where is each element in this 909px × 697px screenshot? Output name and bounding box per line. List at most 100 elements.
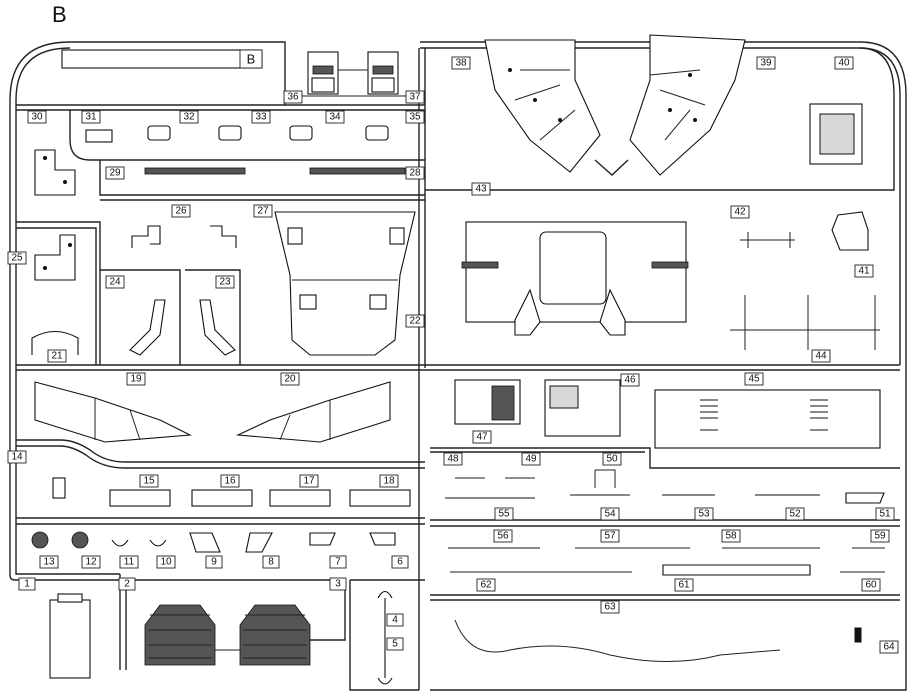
part-label-15: 15 xyxy=(139,474,159,488)
part-label-8: 8 xyxy=(262,555,280,569)
svg-text:60: 60 xyxy=(865,580,877,591)
svg-text:17: 17 xyxy=(303,476,315,487)
svg-text:31: 31 xyxy=(85,112,97,123)
part-label-9: 9 xyxy=(205,555,223,569)
svg-text:21: 21 xyxy=(51,351,63,362)
part-label-35: 35 xyxy=(405,110,425,124)
part-label-2: 2 xyxy=(118,577,136,591)
part-44-drawing xyxy=(730,295,880,350)
part-label-59: 59 xyxy=(870,529,890,543)
svg-text:29: 29 xyxy=(109,168,121,179)
svg-text:45: 45 xyxy=(748,374,760,385)
part-label-3: 3 xyxy=(329,577,347,591)
sprue-nameplate: B xyxy=(61,49,263,69)
svg-text:14: 14 xyxy=(11,452,23,463)
svg-text:40: 40 xyxy=(838,58,850,69)
part-label-42: 42 xyxy=(730,205,750,219)
part-label-32: 32 xyxy=(179,110,199,124)
svg-text:46: 46 xyxy=(624,375,636,386)
part-label-37: 37 xyxy=(405,90,425,104)
part-label-10: 10 xyxy=(156,555,176,569)
svg-text:11: 11 xyxy=(124,557,135,568)
nameplate-letter: B xyxy=(247,52,256,67)
part-label-54: 54 xyxy=(600,507,620,521)
part-label-16: 16 xyxy=(220,474,240,488)
svg-text:34: 34 xyxy=(329,112,341,123)
svg-text:25: 25 xyxy=(11,253,23,264)
svg-text:50: 50 xyxy=(606,454,618,465)
svg-text:61: 61 xyxy=(678,580,690,591)
part-label-50: 50 xyxy=(602,452,622,466)
svg-text:48: 48 xyxy=(447,454,459,465)
part-label-17: 17 xyxy=(299,474,319,488)
part-label-46: 46 xyxy=(620,373,640,387)
svg-text:1: 1 xyxy=(24,579,30,590)
part-label-39: 39 xyxy=(756,56,776,70)
part-label-20: 20 xyxy=(280,372,300,386)
part-label-36: 36 xyxy=(283,90,303,104)
part-label-28: 28 xyxy=(405,166,425,180)
part-label-53: 53 xyxy=(694,507,714,521)
svg-text:22: 22 xyxy=(409,316,421,327)
part-1-drawing xyxy=(49,593,91,679)
svg-text:26: 26 xyxy=(175,206,187,217)
part-label-13: 13 xyxy=(39,555,59,569)
svg-text:59: 59 xyxy=(874,531,886,542)
svg-text:18: 18 xyxy=(383,476,395,487)
parts-4-5-drawing xyxy=(377,590,393,685)
svg-text:53: 53 xyxy=(698,509,710,520)
svg-text:2: 2 xyxy=(124,579,130,590)
part-label-61: 61 xyxy=(674,578,694,592)
svg-text:55: 55 xyxy=(498,509,510,520)
part-label-41: 41 xyxy=(854,264,874,278)
part-label-22: 22 xyxy=(405,314,425,328)
part-label-56: 56 xyxy=(493,529,513,543)
svg-text:3: 3 xyxy=(335,579,341,590)
svg-text:62: 62 xyxy=(480,580,492,591)
part-label-5: 5 xyxy=(386,637,404,651)
svg-text:42: 42 xyxy=(734,207,746,218)
part-label-30: 30 xyxy=(27,110,47,124)
svg-text:10: 10 xyxy=(160,557,172,568)
part-label-43: 43 xyxy=(471,182,491,196)
svg-text:38: 38 xyxy=(455,58,467,69)
part-label-24: 24 xyxy=(105,275,125,289)
svg-text:52: 52 xyxy=(789,509,801,520)
part-label-58: 58 xyxy=(721,529,741,543)
part-26-drawing xyxy=(131,225,161,248)
part-label-44: 44 xyxy=(811,349,831,363)
svg-text:44: 44 xyxy=(815,351,827,362)
svg-text:24: 24 xyxy=(109,277,121,288)
parts-6-13-drawing xyxy=(31,531,396,553)
svg-text:12: 12 xyxy=(85,557,97,568)
part-label-11: 11 xyxy=(119,555,139,569)
part-30-drawing xyxy=(34,149,76,196)
svg-text:64: 64 xyxy=(883,642,895,653)
part-label-64: 64 xyxy=(879,640,899,654)
part-label-19: 19 xyxy=(126,372,146,386)
part-label-31: 31 xyxy=(81,110,101,124)
svg-text:33: 33 xyxy=(255,112,267,123)
part-number-labels: 1 2 3 4 5 6 7 8 9 10 11 12 13 14 15 16 1… xyxy=(7,56,899,654)
part-label-55: 55 xyxy=(494,507,514,521)
part-label-45: 45 xyxy=(744,372,764,386)
part-label-40: 40 xyxy=(834,56,854,70)
svg-text:43: 43 xyxy=(475,184,487,195)
svg-text:30: 30 xyxy=(31,112,43,123)
part-19-drawing xyxy=(34,381,193,443)
part-38-drawing xyxy=(484,39,601,173)
part-label-4: 4 xyxy=(386,613,404,627)
svg-text:32: 32 xyxy=(183,112,195,123)
part-label-29: 29 xyxy=(105,166,125,180)
svg-text:23: 23 xyxy=(219,277,231,288)
part-label-23: 23 xyxy=(215,275,235,289)
part-36-drawing xyxy=(307,51,339,95)
svg-text:13: 13 xyxy=(43,557,55,568)
svg-text:16: 16 xyxy=(224,476,236,487)
part-40-drawing xyxy=(809,103,863,165)
part-38-39-gate xyxy=(594,159,629,176)
part-label-34: 34 xyxy=(325,110,345,124)
svg-text:51: 51 xyxy=(879,509,891,520)
part-label-27: 27 xyxy=(253,204,273,218)
